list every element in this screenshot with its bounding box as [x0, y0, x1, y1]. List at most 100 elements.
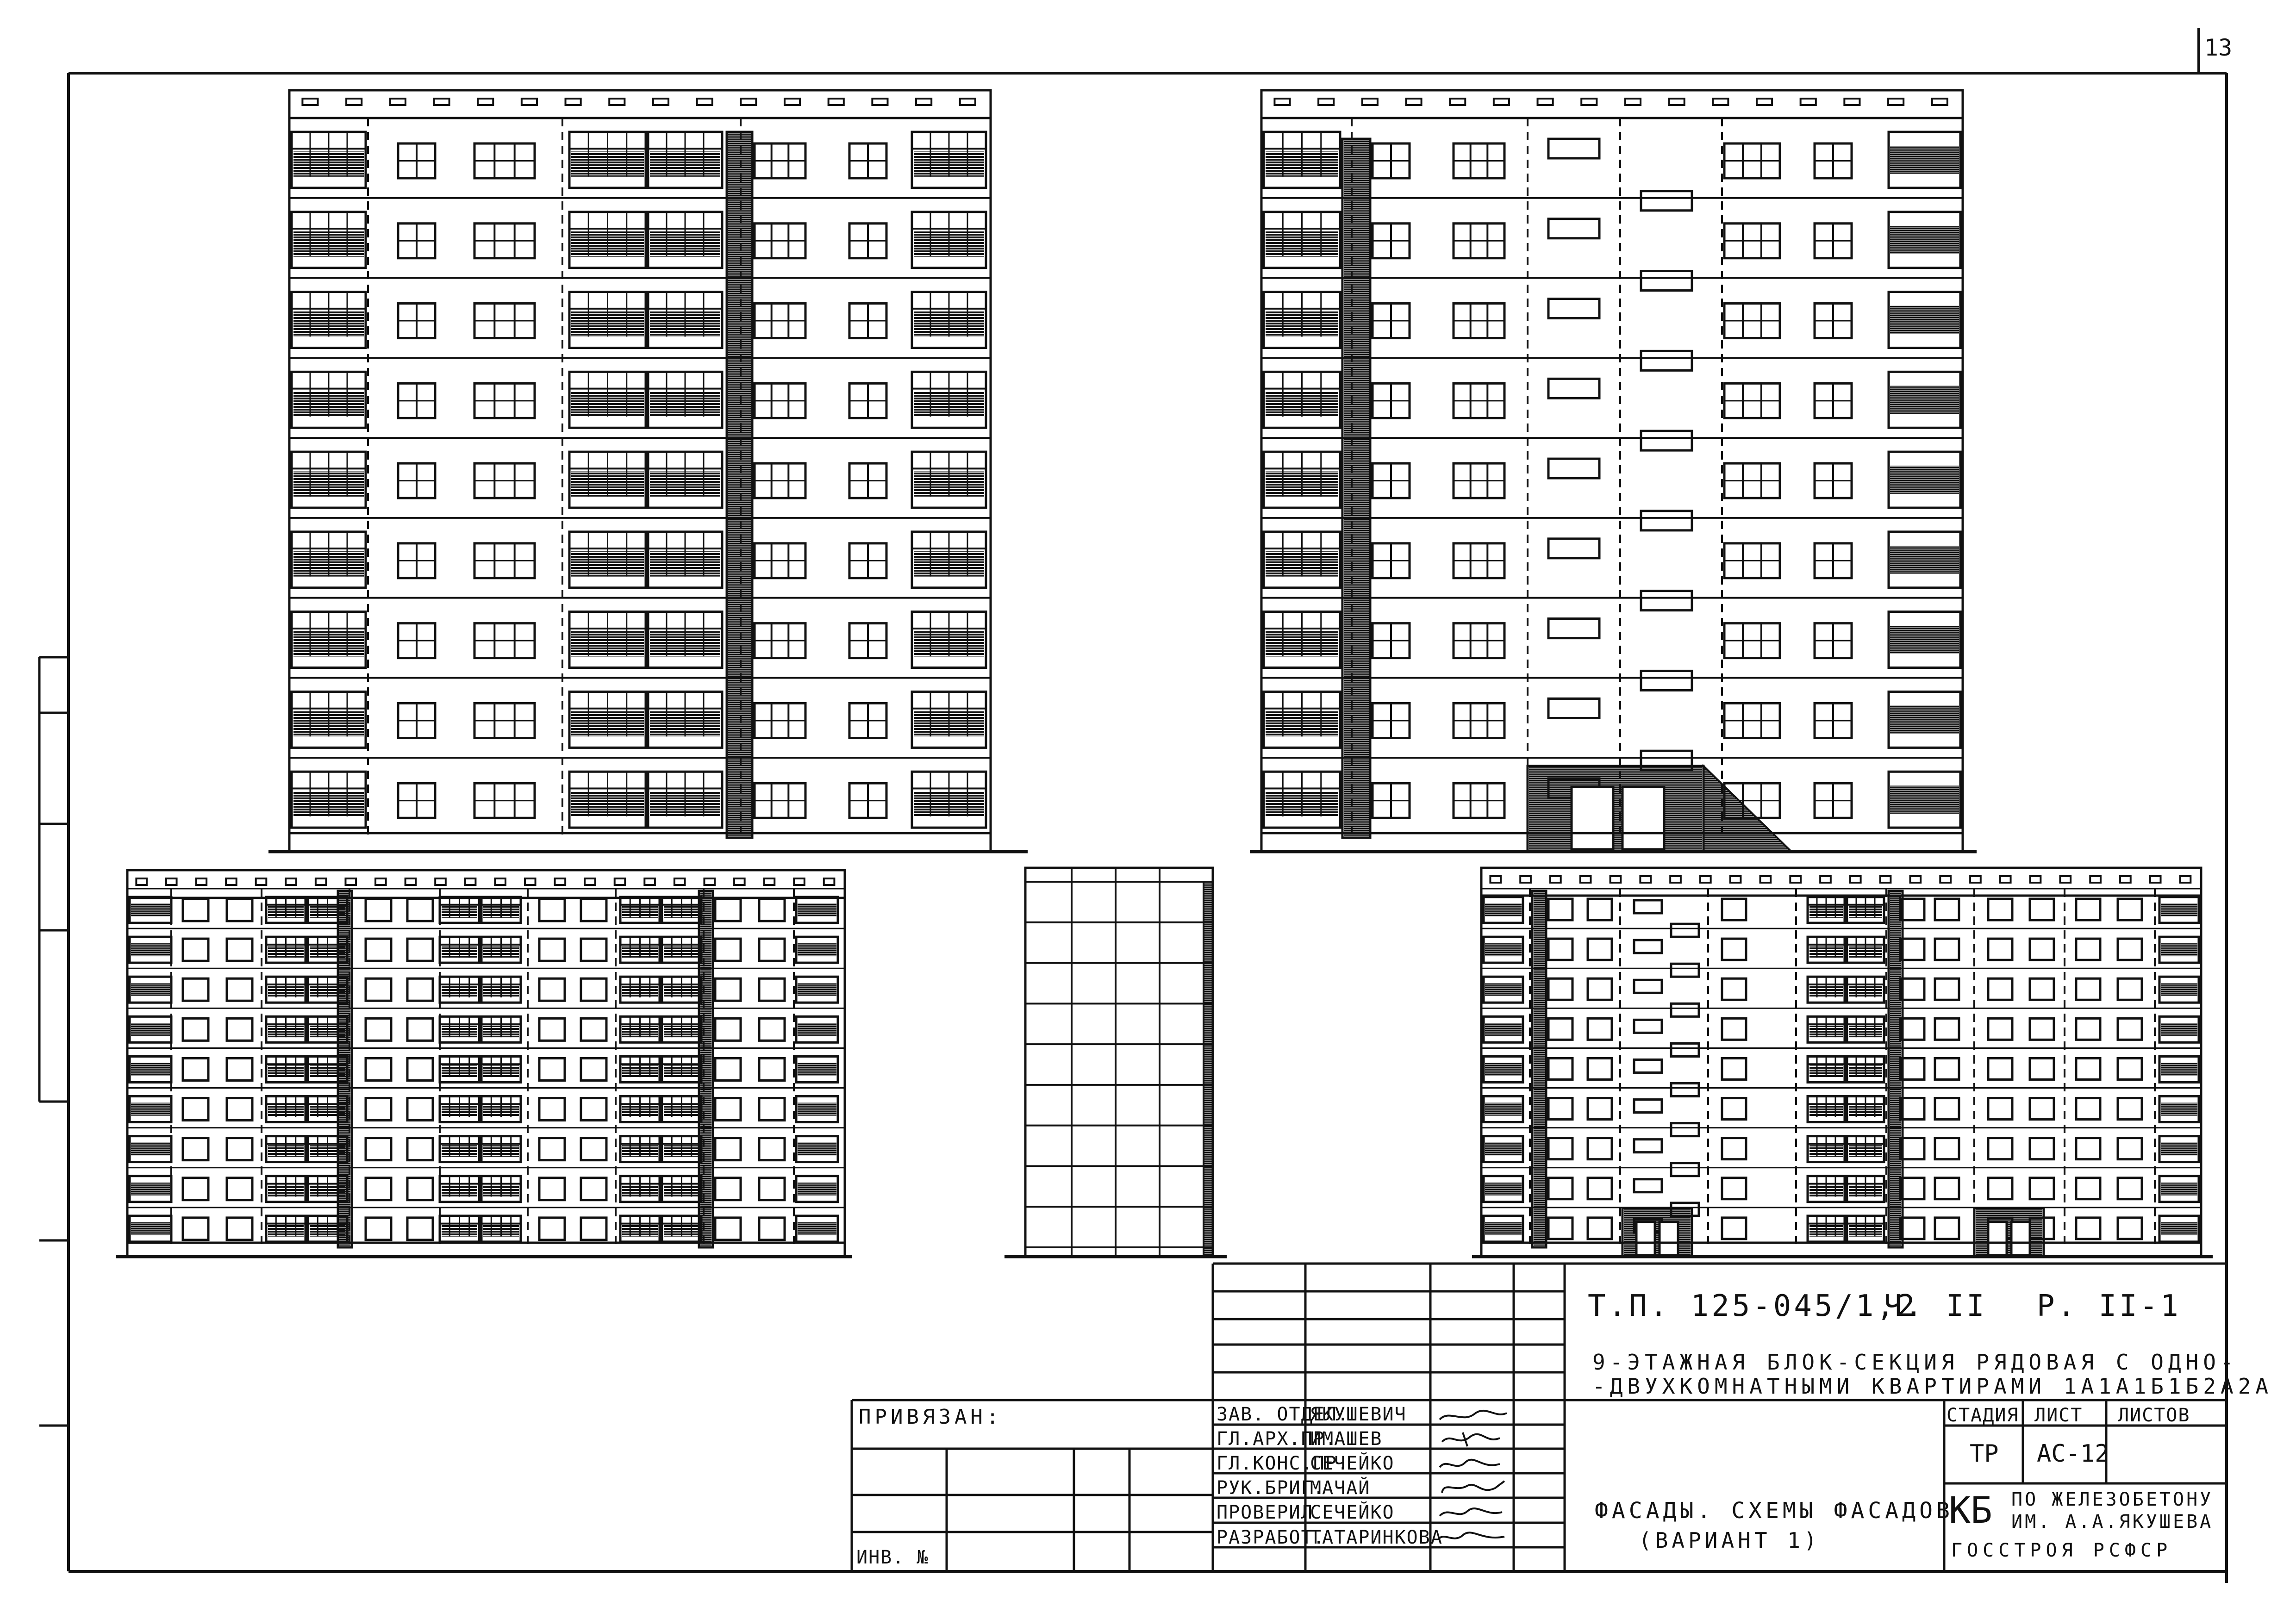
window — [225, 1177, 254, 1202]
window — [758, 1216, 786, 1241]
window — [1452, 462, 1506, 499]
window — [181, 977, 210, 1002]
window — [2116, 897, 2143, 922]
window — [1934, 1137, 1960, 1161]
loggia — [795, 1015, 839, 1044]
doc-part: Ч. II — [1884, 1289, 1987, 1323]
loggia — [795, 1175, 839, 1203]
balcony — [1846, 1175, 1885, 1203]
balcony — [265, 1135, 307, 1164]
window — [714, 1097, 742, 1122]
loggia — [2158, 1055, 2200, 1084]
balcony — [568, 690, 647, 749]
window — [1899, 1216, 1926, 1240]
balcony — [306, 935, 349, 964]
plinth — [126, 1241, 846, 1258]
loggia — [1482, 935, 1524, 964]
balcony — [1262, 370, 1341, 429]
window — [364, 1017, 393, 1042]
facade-scheme-2 — [1472, 866, 2213, 1258]
balcony — [1806, 1214, 1846, 1243]
window — [1721, 937, 1747, 961]
balcony — [1806, 1135, 1846, 1164]
window — [1813, 382, 1853, 419]
balcony — [290, 770, 367, 829]
loggia — [128, 1055, 173, 1084]
parapet — [1260, 89, 1964, 119]
balcony — [568, 291, 647, 349]
window — [364, 977, 393, 1002]
org-line2: ИМ. А.А.ЯКУШЕВА — [2011, 1511, 2214, 1532]
window — [1547, 1137, 1574, 1161]
loggia — [2158, 1135, 2200, 1164]
entrance — [1621, 1207, 1693, 1258]
window — [580, 1017, 608, 1042]
loggia — [1887, 291, 1962, 349]
window — [2075, 977, 2102, 1001]
balcony — [1806, 935, 1846, 964]
signatory-role: РАЗРАБОТ. — [1217, 1527, 1325, 1548]
balcony — [290, 291, 367, 349]
window — [758, 897, 786, 922]
window — [2028, 1137, 2055, 1161]
loggia — [795, 1135, 839, 1164]
balcony — [1262, 131, 1341, 189]
stair-window — [1640, 590, 1693, 612]
window — [1899, 1017, 1926, 1041]
balcony — [306, 1175, 349, 1203]
window — [1721, 1177, 1747, 1201]
sheet-title-line1: ФАСАДЫ. СХЕМЫ ФАСАДОВ — [1595, 1498, 1953, 1524]
window — [397, 222, 437, 260]
window — [1586, 977, 1613, 1001]
balcony — [1846, 1135, 1885, 1164]
window — [364, 1216, 393, 1241]
balcony — [1806, 1055, 1846, 1084]
window — [538, 1097, 566, 1122]
window — [1586, 1137, 1613, 1161]
balcony — [290, 690, 367, 749]
window — [406, 1177, 434, 1202]
window — [181, 1216, 210, 1241]
window — [2028, 897, 2055, 922]
window — [848, 702, 888, 739]
stair-window — [1547, 697, 1601, 719]
window — [848, 782, 888, 819]
balcony — [911, 770, 987, 829]
balcony — [1806, 1175, 1846, 1203]
window — [1813, 702, 1853, 739]
balcony — [911, 291, 987, 349]
balcony — [661, 896, 703, 924]
window — [181, 1137, 210, 1162]
loggia — [795, 1095, 839, 1124]
window — [2116, 1017, 2143, 1041]
balcony — [619, 1175, 661, 1203]
balcony — [306, 1095, 349, 1124]
balcony — [661, 1135, 703, 1164]
balcony — [1262, 770, 1341, 829]
loggia — [795, 1214, 839, 1243]
plinth — [1260, 832, 1964, 853]
balcony — [647, 450, 724, 509]
stair-window — [1547, 298, 1601, 320]
balcony — [1262, 690, 1341, 749]
balcony — [480, 896, 522, 924]
window — [1723, 142, 1781, 180]
window — [181, 937, 210, 962]
window — [2028, 1017, 2055, 1041]
balcony — [568, 370, 647, 429]
window — [1586, 1216, 1613, 1240]
balcony — [568, 211, 647, 269]
window — [406, 897, 434, 922]
balcony — [911, 370, 987, 429]
window — [181, 1057, 210, 1082]
stair-column — [1531, 890, 1547, 1249]
window — [2075, 1137, 2102, 1161]
window — [2116, 1177, 2143, 1201]
window — [406, 1057, 434, 1082]
window — [473, 702, 536, 739]
signatory-role: ГЛ.АРХ.ПР. — [1217, 1428, 1337, 1450]
balcony — [306, 1055, 349, 1084]
stair-window — [1633, 899, 1663, 915]
window — [1813, 222, 1853, 260]
stair-column — [1341, 137, 1372, 839]
